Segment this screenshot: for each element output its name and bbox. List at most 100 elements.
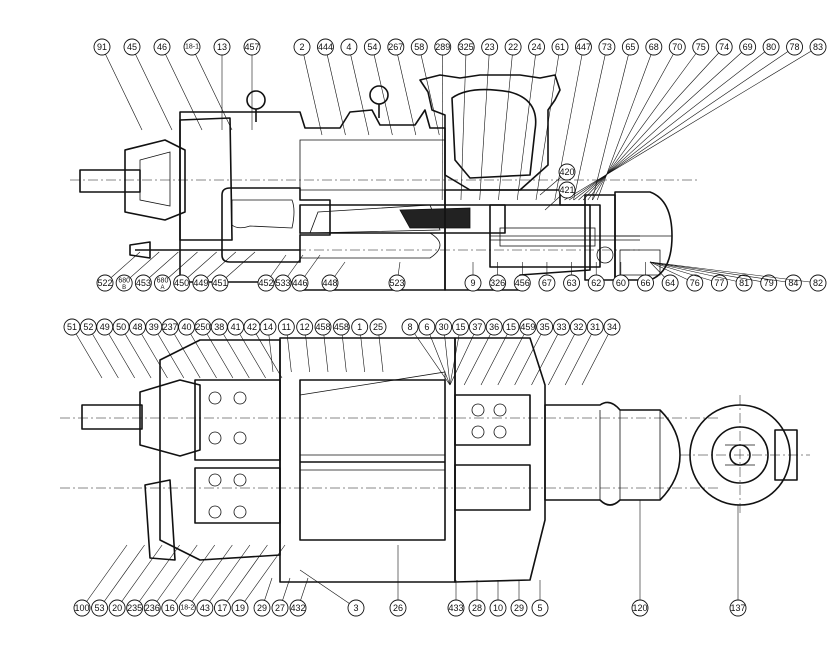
callout-upper-bot-d-2: 456 (513, 262, 531, 292)
callout-number: 9 (470, 278, 475, 288)
callout-upper-bot-a-4: 450 (173, 251, 217, 292)
callout-circle (468, 599, 486, 617)
callout-number: 235 (127, 603, 142, 613)
callout-circle (661, 274, 679, 292)
callout-circle (259, 318, 277, 336)
callout-lower-bot-b-1: 27 (271, 577, 291, 617)
callout-circle (213, 599, 231, 617)
callout-circle (447, 599, 465, 617)
callout-upper-bot-a-5: 449 (192, 251, 237, 292)
callout-circle (575, 38, 592, 56)
leader-line (649, 261, 745, 284)
callout-number: 29 (514, 603, 524, 613)
callout-circle (243, 38, 261, 56)
callout-number: 76 (690, 278, 700, 288)
leader-line (187, 544, 233, 609)
callout-number: 41 (231, 322, 241, 332)
callout-number: 446 (292, 278, 307, 288)
callout-number: 6 (424, 322, 429, 332)
callout-circle (519, 318, 537, 336)
callout-upper-top-a-5: 457 (243, 38, 261, 130)
callout-number: 449 (193, 278, 208, 288)
callout-lower-top-b-5: 1 (351, 318, 369, 373)
callout-lower-top-b-4: 458 (332, 318, 350, 373)
callout-circle (729, 599, 747, 617)
callout-number: 458 (315, 322, 330, 332)
callout-number: 16 (165, 603, 175, 613)
callout-circle (211, 274, 229, 292)
leader-line (649, 261, 720, 284)
callout-number: 73 (602, 42, 612, 52)
callout-number: 453 (136, 278, 151, 288)
callout-circle (784, 274, 802, 292)
callout-circle (502, 318, 520, 336)
callout-number: 54 (367, 42, 377, 52)
callout-circle (612, 274, 630, 292)
callout-number: 23 (485, 42, 495, 52)
callout-circle (115, 274, 133, 292)
leader-line (219, 326, 250, 379)
callout-number: 40 (182, 322, 192, 332)
callout-circle (196, 599, 214, 617)
callout-number: 444 (318, 42, 333, 52)
callout-upper-top-b-22: 83 (564, 38, 827, 201)
callout-upper-top-b-11: 61 (535, 38, 569, 201)
callout-number: 67 (542, 278, 552, 288)
callout-upper-top-b-17: 75 (587, 38, 710, 201)
callout-number: 69 (743, 42, 753, 52)
callout-upper-top-b-15: 68 (596, 38, 663, 201)
callout-circle (558, 181, 576, 199)
leader-line (137, 326, 168, 379)
callout-number: 11 (282, 322, 291, 332)
callout-number: 91 (97, 42, 107, 52)
callout-number: 432 (290, 603, 305, 613)
callout-circle (253, 599, 271, 617)
callout-lower-bot-b-0: 29 (253, 577, 273, 617)
callout-number: 250 (195, 322, 210, 332)
callout-circle (692, 38, 710, 56)
leader-line (514, 326, 545, 386)
callout-circle (586, 318, 604, 336)
callout-circle (735, 274, 753, 292)
callout-circle (293, 38, 311, 56)
callout-circle (551, 38, 569, 56)
callout-upper-bot-d-9: 76 (649, 261, 704, 292)
callout-circle (340, 38, 358, 56)
callout-upper-top-a-0: 91 (93, 38, 143, 131)
callout-number: 420 (559, 167, 574, 177)
callout-lower-top-c-11: 31 (564, 318, 604, 386)
leader-line (480, 326, 512, 386)
callout-upper-bot-c-1: 523 (388, 261, 406, 292)
callout-number: 36 (489, 322, 499, 332)
callout-lower-top-b-3: 458 (314, 318, 332, 373)
leader-line (120, 326, 152, 379)
callout-number: 35 (540, 322, 550, 332)
callout-circle (173, 274, 191, 292)
callout-number: 75 (696, 42, 706, 52)
callout-circle (347, 599, 365, 617)
callout-lower-top-c-1: 6 (418, 318, 451, 386)
leader-line (104, 326, 135, 379)
leader-line (153, 326, 185, 379)
callout-number: 68 (649, 42, 659, 52)
callout-upper-bot-d-13: 84 (649, 261, 802, 292)
callout-circle (401, 318, 419, 336)
callout-circle (621, 38, 639, 56)
callout-number: 29 (257, 603, 267, 613)
leader-line (649, 261, 794, 284)
callout-lower-top-c-2: 30 (435, 318, 453, 386)
callout-number: 14 (263, 322, 273, 332)
callout-number: 450 (174, 278, 189, 288)
callout-number: 326 (490, 278, 505, 288)
leader-line (204, 544, 251, 609)
leader-line (251, 326, 283, 379)
callout-number: 53 (95, 603, 105, 613)
callout-number: 533 (275, 278, 290, 288)
callout-circle (569, 318, 587, 336)
leader-line (222, 544, 268, 609)
leader-line (564, 46, 819, 201)
callout-circle (93, 38, 111, 56)
